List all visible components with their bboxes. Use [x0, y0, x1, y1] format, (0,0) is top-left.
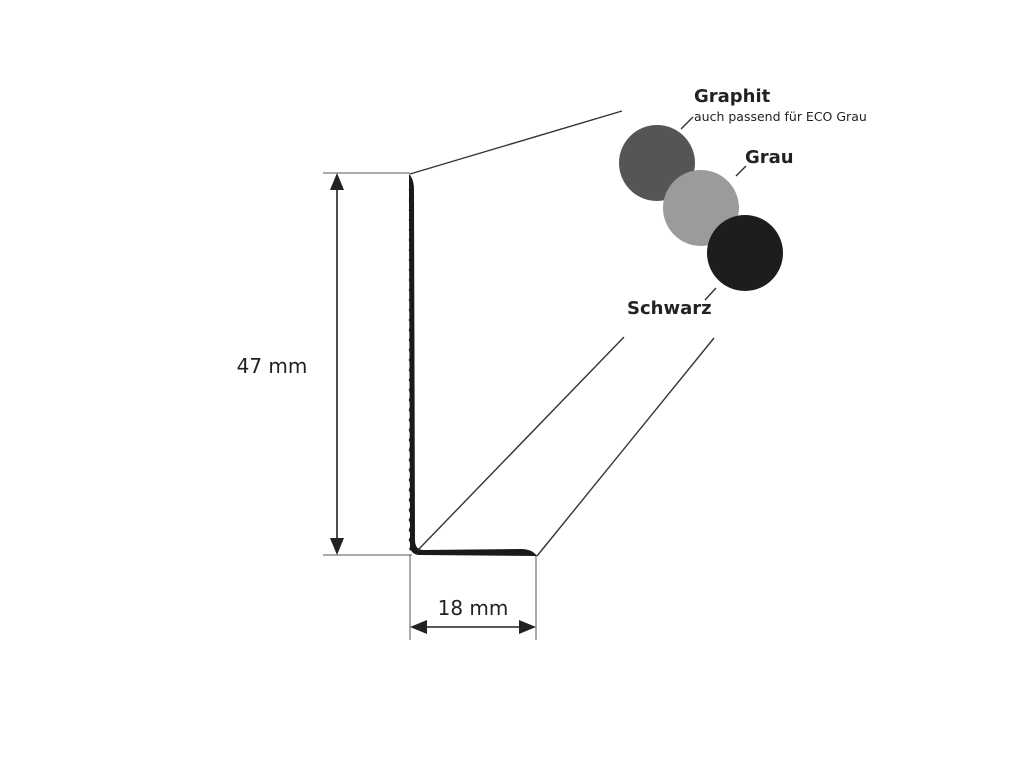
- height-dimension: [330, 173, 344, 555]
- color-note-graphit: auch passend für ECO Grau: [694, 109, 867, 124]
- width-label: 18 mm: [438, 596, 509, 620]
- l-profile: [408, 174, 537, 556]
- projection-line-outer: [536, 337, 715, 557]
- color-label-grau: Grau: [745, 147, 794, 168]
- profile-ridges: [408, 179, 413, 551]
- leader-schwarz: [704, 287, 717, 301]
- leader-graphit: [680, 116, 694, 130]
- width-dimension: [410, 620, 536, 634]
- color-label-graphit: Graphit: [694, 86, 771, 107]
- projection-line-inner: [417, 336, 625, 551]
- leader-grau: [735, 165, 747, 177]
- projection-line-top: [409, 110, 623, 175]
- height-label: 47 mm: [237, 354, 308, 378]
- color-label-schwarz: Schwarz: [627, 298, 712, 319]
- swatch-schwarz: [707, 215, 783, 291]
